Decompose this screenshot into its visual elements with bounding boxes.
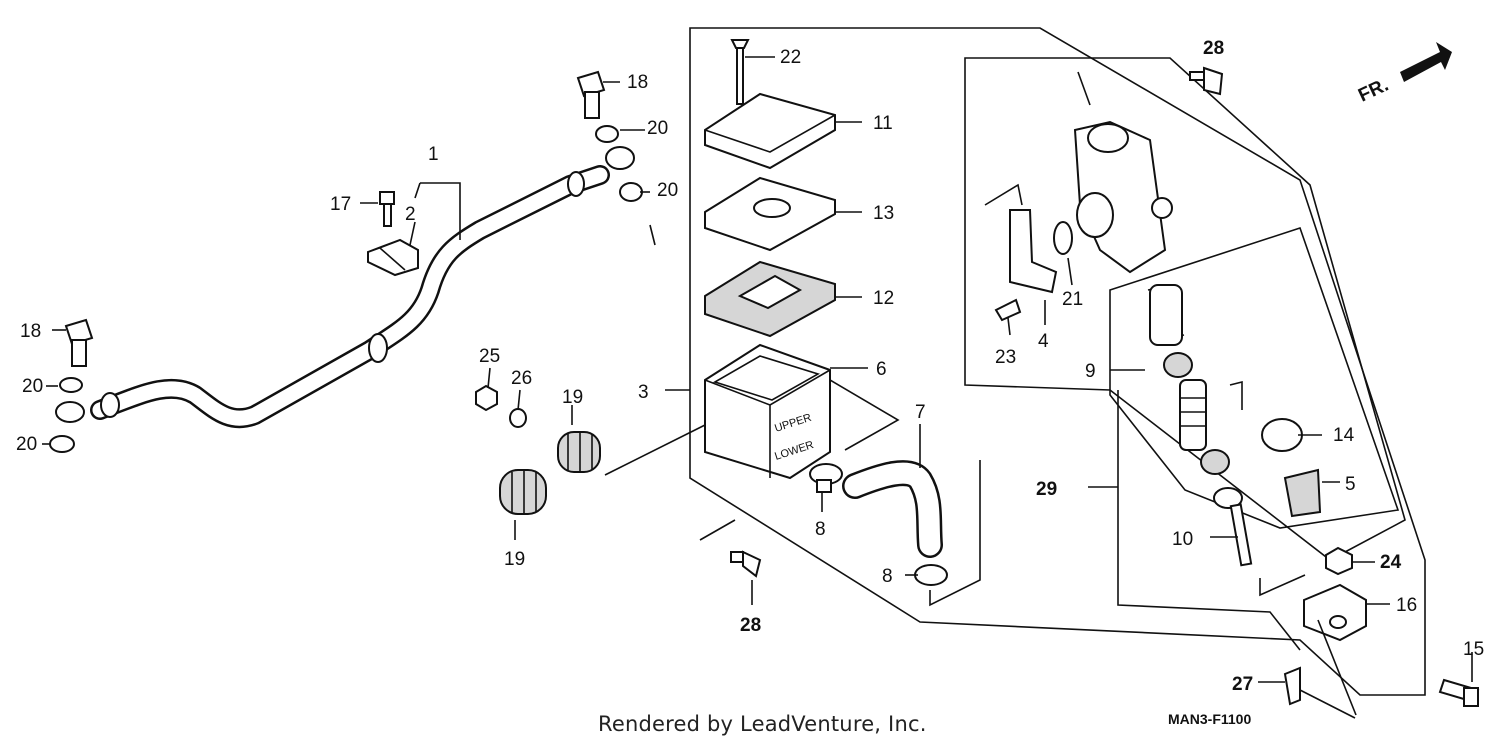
- joint-screw: [994, 298, 1022, 322]
- footer-credit: Rendered by LeadVenture, Inc.: [598, 712, 927, 736]
- push-rod: [1213, 487, 1253, 567]
- mounting-bolt-upper: [1189, 66, 1224, 96]
- cotter-pin: [1283, 666, 1301, 706]
- callout-25: 25: [479, 346, 500, 367]
- hose-joint: [1009, 209, 1058, 294]
- banjo-bolt-upper: [576, 70, 606, 119]
- cylinder-body-group-outline: [964, 57, 1406, 561]
- reservoir-cap: [704, 92, 836, 170]
- mounting-bolt-lower: [730, 550, 762, 578]
- sealing-washer-4: [49, 435, 75, 453]
- callout-17: 17: [330, 194, 351, 215]
- flat-washer: [509, 408, 527, 428]
- callout-23: 23: [995, 347, 1016, 368]
- grommet-upper: [557, 431, 601, 473]
- brake-hose: [55, 146, 635, 429]
- callout-19b: 19: [504, 549, 525, 570]
- callout-8b: 8: [882, 566, 893, 587]
- callout-22: 22: [780, 47, 801, 68]
- callout-16: 16: [1396, 595, 1417, 616]
- hose-clip-lower: [914, 564, 948, 586]
- secondary-cup: [1200, 449, 1230, 475]
- reservoir-diaphragm: [704, 260, 836, 338]
- callout-9: 9: [1085, 361, 1096, 382]
- callout-20a: 20: [647, 118, 668, 139]
- callout-20c: 20: [22, 376, 43, 397]
- clamp-bolt: [379, 191, 395, 227]
- grommet-lower: [499, 469, 547, 515]
- nut: [475, 384, 498, 412]
- callout-18a: 18: [627, 72, 648, 93]
- subassembly-29-outline: [1117, 390, 1301, 651]
- hose-clip-upper: [809, 463, 843, 493]
- o-ring: [1053, 221, 1073, 255]
- piston-spring: [1147, 284, 1185, 346]
- banjo-bolt-lower: [64, 318, 94, 367]
- callout-11: 11: [873, 113, 893, 134]
- master-cylinder-reservoir: UPPER LOWER: [704, 343, 831, 480]
- callout-12: 12: [873, 288, 894, 309]
- front-direction-label: FR.: [1355, 75, 1392, 107]
- callout-20d: 20: [16, 434, 37, 455]
- callout-14: 14: [1333, 425, 1355, 446]
- sealing-washer-2: [619, 182, 643, 202]
- sealing-washer-3: [59, 377, 83, 393]
- callout-1: 1: [428, 144, 439, 165]
- sealing-washer-1: [595, 125, 619, 143]
- callout-18b: 18: [20, 321, 41, 342]
- callout-2: 2: [405, 204, 416, 225]
- callout-8a: 8: [815, 519, 826, 540]
- callout-26: 26: [511, 368, 532, 389]
- callout-6: 6: [876, 359, 887, 380]
- hose-clamp: [367, 238, 419, 277]
- piston-kit-group-outline: [1109, 226, 1400, 529]
- callout-4: 4: [1038, 331, 1049, 352]
- lock-nut: [1325, 546, 1353, 576]
- reservoir-set-plate: [704, 176, 836, 252]
- callout-13: 13: [873, 203, 894, 224]
- diagram-code: MAN3-F1100: [1168, 711, 1252, 727]
- circlip: [1261, 418, 1303, 452]
- callout-21: 21: [1062, 289, 1083, 310]
- callout-7: 7: [915, 402, 926, 423]
- dust-boot: [1283, 468, 1322, 518]
- master-cylinder-group-outline: [689, 27, 1426, 696]
- front-direction-arrow: FR.: [1355, 42, 1452, 107]
- reservoir-cap-screw: [730, 39, 750, 105]
- callout-29: 29: [1036, 479, 1057, 500]
- callout-3: 3: [638, 382, 649, 403]
- callout-20b: 20: [657, 180, 678, 201]
- callout-24: 24: [1380, 552, 1402, 573]
- callout-27: 27: [1232, 674, 1253, 695]
- callout-labels: 1 2 3 4 5 6 7 8 8 9 10 11 12 13 14 15 16…: [16, 38, 1484, 695]
- push-rod-joint: [1303, 583, 1367, 642]
- callout-15: 15: [1463, 639, 1484, 660]
- joint-pin: [1438, 678, 1480, 707]
- reservoir-hose: [842, 460, 943, 558]
- callout-19a: 19: [562, 387, 583, 408]
- callout-10: 10: [1172, 529, 1193, 550]
- callout-28b: 28: [740, 615, 761, 636]
- piston: [1179, 379, 1207, 451]
- callout-28a: 28: [1203, 38, 1224, 59]
- callout-5: 5: [1345, 474, 1356, 495]
- piston-cup: [1163, 352, 1193, 378]
- master-cylinder-body: [1073, 120, 1173, 274]
- leader-lines: [42, 56, 1473, 719]
